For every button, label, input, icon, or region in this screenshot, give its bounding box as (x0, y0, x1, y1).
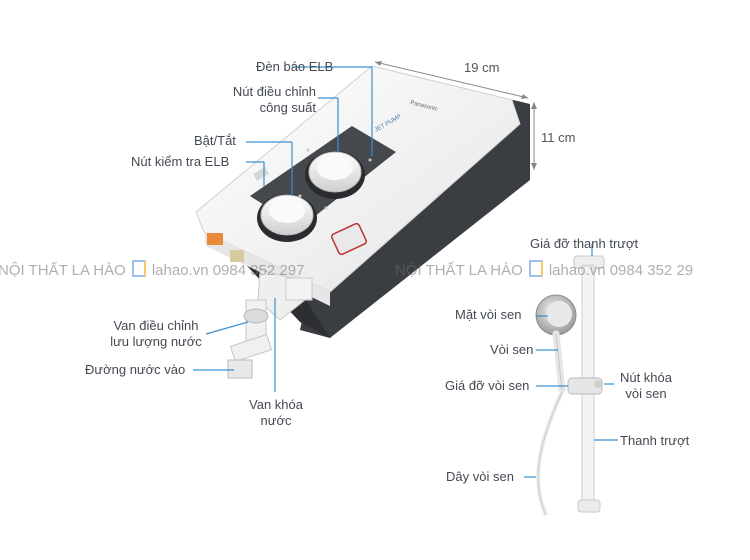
dimension-width: 19 cm (464, 60, 500, 75)
watermark-brand-2: NỘI THẤT LA HÀO (395, 262, 523, 279)
label-shutoff-valve: Van khóa nước (236, 397, 316, 429)
leader-lines (193, 66, 618, 478)
label-lock-knob: Nút khóa vòi sen (606, 370, 686, 402)
watermark-right: NỘI THẤT LA HÀO lahao.vn 0984 352 29 (395, 260, 694, 279)
label-lock-knob-line1: Nút khóa (619, 370, 673, 385)
label-power-knob-line2: công suất (259, 100, 316, 115)
label-shutoff-valve-line2: nước (260, 413, 292, 428)
label-slide-bracket: Giá đỡ thanh trượt (530, 236, 639, 251)
dimension-depth: 11 cm (541, 130, 576, 145)
watermark-site-2: lahao.vn 0984 352 29 (548, 262, 694, 279)
label-elb-light: Đèn báo ELB (256, 59, 334, 74)
watermark-left: NỘI THẤT LA HÀO lahao.vn 0984 352 297 (0, 260, 305, 279)
label-shower-face: Mặt vòi sen (455, 307, 522, 322)
label-flow-valve-line1: Van điều chỉnh (113, 318, 199, 333)
watermark-logo-icon (131, 260, 146, 277)
water-heater: Panasonic JET PUMP (195, 65, 530, 379)
label-elb-test: Nút kiểm tra ELB (131, 154, 230, 169)
label-shower-head: Vòi sen (490, 342, 534, 357)
label-flow-valve-line2: lưu lượng nước (110, 334, 202, 349)
dimension-lines (374, 61, 537, 170)
watermark-site-1: lahao.vn 0984 352 297 (151, 262, 305, 279)
label-flow-valve: Van điều chỉnh lưu lượng nước (96, 318, 216, 350)
label-on-off: Bật/Tắt (194, 133, 236, 148)
label-power-knob-line1: Nút điều chỉnh (232, 84, 316, 99)
label-power-knob: Nút điều chỉnh công suất (233, 84, 316, 116)
watermark-brand-1: NỘI THẤT LA HÀO (0, 262, 126, 279)
label-shower-hose: Dây vòi sen (446, 469, 514, 484)
label-lock-knob-line2: vòi sen (625, 386, 667, 401)
watermark-logo-icon-2 (528, 260, 543, 277)
label-water-inlet: Đường nước vào (85, 362, 186, 377)
label-slide-bar: Thanh trượt (620, 433, 690, 448)
label-shutoff-valve-line1: Van khóa (249, 397, 303, 412)
shower-set (535, 255, 605, 516)
label-shower-holder: Giá đỡ vòi sen (445, 378, 530, 393)
